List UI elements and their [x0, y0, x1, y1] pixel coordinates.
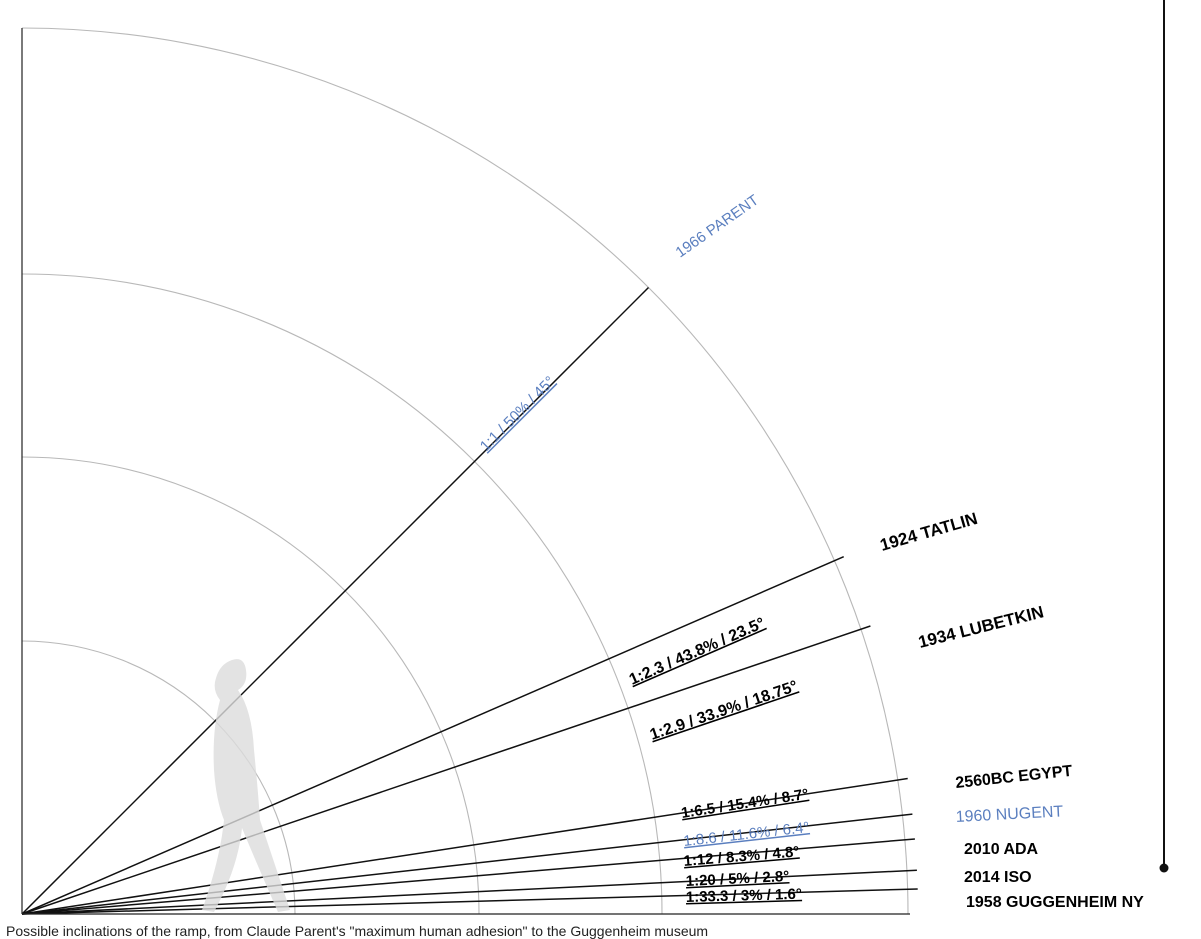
ratio-label-tatlin: 1:2.3 / 43.8% / 23.5°: [627, 615, 768, 689]
ratio-label-lubetkin: 1:2.9 / 33.9% / 18.75°: [648, 678, 800, 744]
ramp-line-iso: [21, 869, 917, 915]
ramp-line-guggenheim: [21, 888, 918, 915]
ramp-line-egypt: [21, 777, 908, 915]
connector-dot: [1159, 863, 1169, 873]
year-label-parent: 1966 PARENT: [673, 192, 762, 262]
ramp-line-parent: [21, 286, 650, 915]
ramp-line-nugent: [21, 813, 913, 915]
year-label-lubetkin: 1934 LUBETKIN: [916, 602, 1045, 652]
ratio-label-guggenheim: 1:33.3 / 3% / 1.6°: [686, 886, 803, 906]
year-label-egypt: 2560BC EGYPT: [955, 763, 1074, 792]
ratio-label-parent: 1:1 / 50% / 45°: [477, 373, 559, 455]
ramp-line-lubetkin: [21, 625, 871, 915]
ratio-label-egypt: 1:6.5 / 15.4% / 8.7°: [680, 786, 810, 822]
ramp-line-tatlin: [21, 556, 844, 915]
figure-caption: Possible inclinations of the ramp, from …: [6, 923, 709, 939]
ramp-line-ada: [21, 838, 915, 915]
ratio-label-iso: 1:20 / 5% / 2.8°: [685, 868, 789, 890]
year-label-iso: 2014 ISO: [964, 869, 1032, 886]
year-label-tatlin: 1924 TATLIN: [878, 509, 980, 555]
year-label-ada: 2010 ADA: [964, 841, 1039, 858]
year-label-guggenheim: 1958 GUGGENHEIM NY: [966, 894, 1144, 911]
year-label-nugent: 1960 NUGENT: [955, 803, 1064, 826]
walking-person-silhouette: [202, 659, 290, 912]
